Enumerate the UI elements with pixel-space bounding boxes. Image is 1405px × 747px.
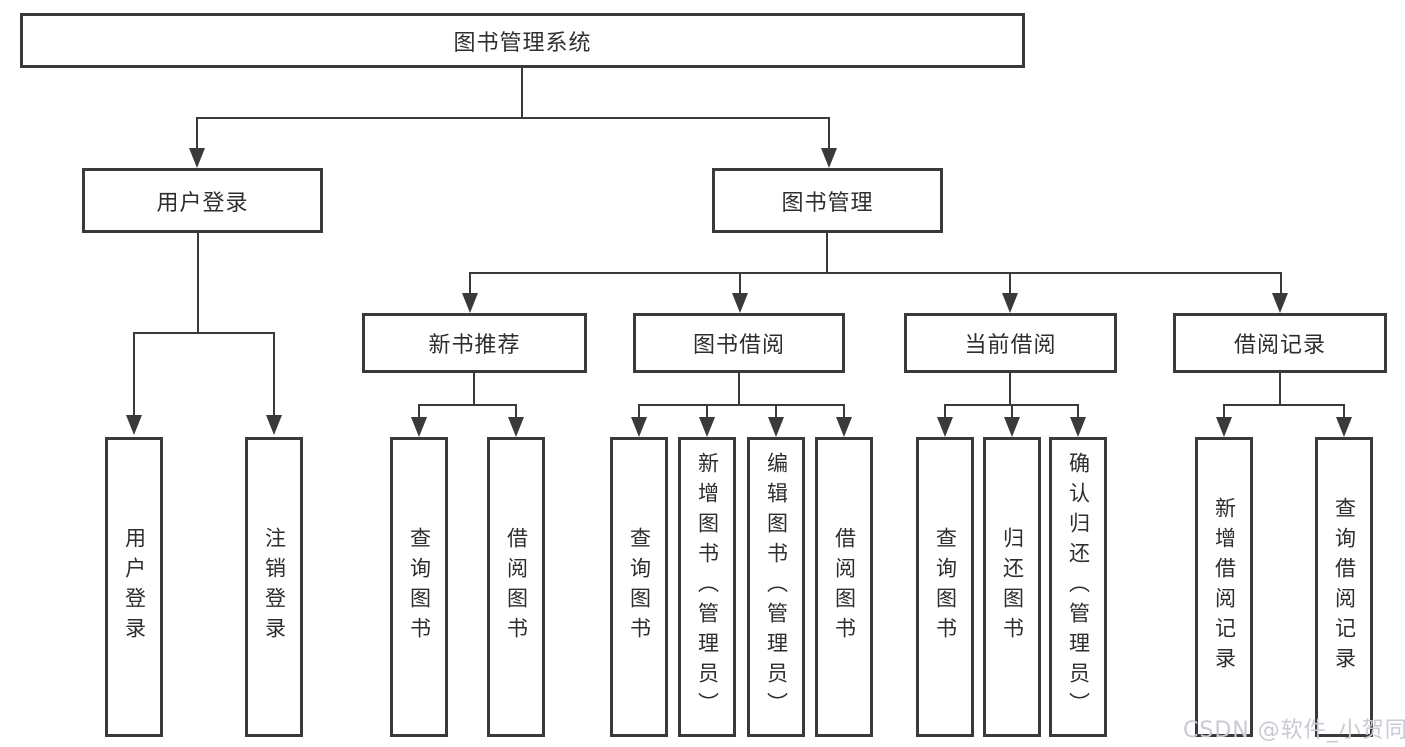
connector-line [638,404,845,406]
node-root: 图书管理系统 [20,13,1025,68]
connector-line [843,404,845,419]
arrow-down-icon [732,293,748,313]
connector-line [133,332,135,416]
leaf-user-login: 用户登录 [105,437,163,737]
leaf-confirm-return-admin: 确认归还（管理员） [1049,437,1107,737]
node-label: 当前借阅 [964,333,1057,358]
leaf-query-books: 查询图书 [916,437,974,737]
leaf-label: 查询图书 [627,527,652,647]
leaf-label: 归还图书 [1000,527,1025,647]
arrow-down-icon [937,417,953,437]
connector-line [1343,404,1345,419]
node-new-book-recommend: 新书推荐 [362,313,587,373]
connector-line [944,404,946,419]
connector-line [1009,373,1011,405]
node-current-borrow: 当前借阅 [904,313,1117,373]
arrow-down-icon [189,148,205,168]
leaf-label: 借阅图书 [832,527,857,647]
connector-line [826,233,828,273]
watermark: CSDN @软件_小贺同学 [1183,718,1405,743]
connector-line [418,404,420,419]
connector-line [521,68,523,118]
arrow-down-icon [1002,293,1018,313]
arrow-down-icon [821,148,837,168]
connector-line [515,404,517,419]
connector-line [196,117,830,119]
connector-line [638,404,640,419]
connector-line [1011,404,1013,419]
leaf-logout: 注销登录 [245,437,303,737]
leaf-label: 注销登录 [262,527,287,647]
leaf-label: 确认归还（管理员） [1066,452,1091,722]
leaf-add-book-admin: 新增图书（管理员） [678,437,736,737]
node-user-login-label: 用户登录 [156,190,249,216]
leaf-edit-book-admin: 编辑图书（管理员） [747,437,805,737]
leaf-label: 新增图书（管理员） [695,452,720,722]
connector-line [418,404,517,406]
leaf-query-books: 查询图书 [610,437,668,737]
node-book-management: 图书管理 [712,168,943,233]
leaf-query-borrow-record: 查询借阅记录 [1315,437,1373,737]
arrow-down-icon [1336,417,1352,437]
arrow-down-icon [768,417,784,437]
node-book-borrow: 图书借阅 [633,313,845,373]
connector-line [469,272,471,296]
arrow-down-icon [462,293,478,313]
connector-line [273,332,275,416]
node-book-management-label: 图书管理 [781,190,874,216]
arrow-down-icon [1216,417,1232,437]
arrow-down-icon [836,417,852,437]
connector-line [133,332,275,334]
node-user-login: 用户登录 [82,168,323,233]
arrow-down-icon [411,417,427,437]
leaf-return-books: 归还图书 [983,437,1041,737]
connector-line [739,272,741,296]
connector-line [197,233,199,333]
arrow-down-icon [126,415,142,435]
leaf-borrow-books: 借阅图书 [815,437,873,737]
arrow-down-icon [1272,293,1288,313]
connector-line [469,272,1282,274]
arrow-down-icon [1070,417,1086,437]
leaf-label: 新增借阅记录 [1212,497,1237,677]
arrow-down-icon [508,417,524,437]
connector-line [473,373,475,405]
node-label: 图书借阅 [692,333,785,358]
arrow-down-icon [631,417,647,437]
connector-line [775,404,777,419]
leaf-add-borrow-record: 新增借阅记录 [1195,437,1253,737]
arrow-down-icon [266,415,282,435]
leaf-borrow-books: 借阅图书 [487,437,545,737]
leaf-label: 借阅图书 [504,527,529,647]
connector-line [1009,272,1011,296]
arrow-down-icon [699,417,715,437]
connector-line [706,404,708,419]
connector-line [828,117,830,151]
leaf-query-books: 查询图书 [390,437,448,737]
leaf-label: 编辑图书（管理员） [764,452,789,722]
leaf-label: 查询图书 [933,527,958,647]
leaf-label: 查询图书 [407,527,432,647]
connector-line [1223,404,1345,406]
connector-line [196,117,198,151]
node-root-label: 图书管理系统 [453,30,592,56]
connector-line [1077,404,1079,419]
node-label: 新书推荐 [428,333,521,358]
connector-line [1280,272,1282,296]
connector-line [738,373,740,405]
arrow-down-icon [1004,417,1020,437]
leaf-label: 用户登录 [122,527,147,647]
connector-line [1279,373,1281,405]
node-borrow-records: 借阅记录 [1173,313,1387,373]
connector-line [1223,404,1225,419]
leaf-label: 查询借阅记录 [1332,497,1357,677]
node-label: 借阅记录 [1233,333,1326,358]
